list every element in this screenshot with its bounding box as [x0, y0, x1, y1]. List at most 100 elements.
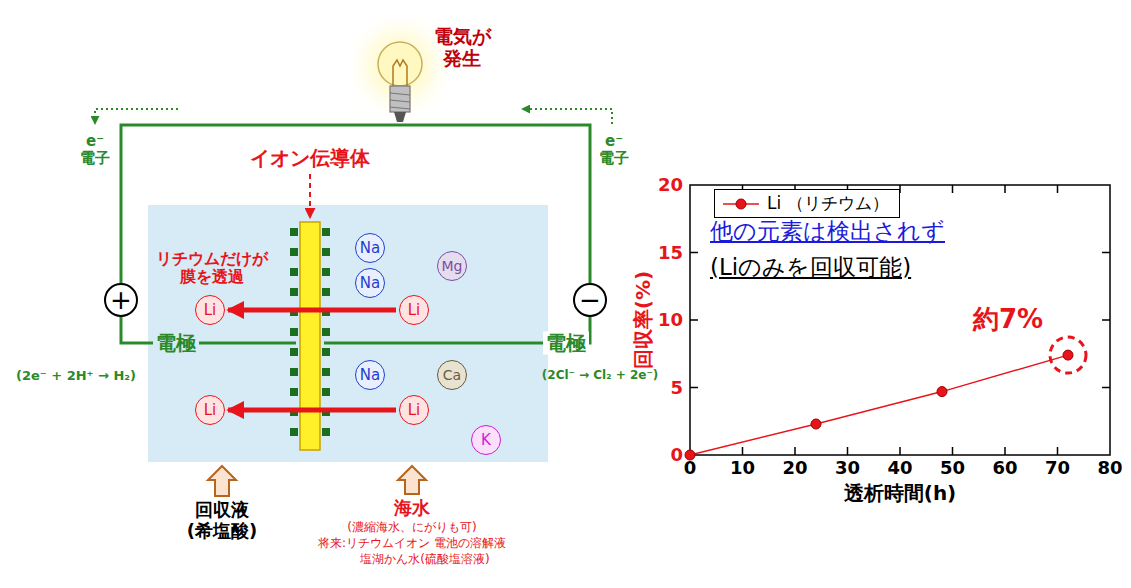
ion-circle: Li	[399, 295, 429, 325]
tick-label: 50	[940, 458, 965, 479]
tick-label: 40	[887, 458, 912, 479]
tick-label: 0	[684, 458, 697, 479]
component-label: イオン伝導体	[250, 147, 370, 170]
bulb-filament	[393, 60, 407, 86]
tick-label: 30	[835, 458, 860, 479]
membrane-dot	[322, 348, 330, 356]
electron-flow-arrow	[522, 109, 612, 124]
membrane-dot	[290, 288, 298, 296]
membrane-dot	[290, 428, 298, 436]
node-label: Li	[204, 403, 217, 418]
membrane-dot	[322, 428, 330, 436]
highlight-circle	[1050, 337, 1086, 373]
tick-label: 15	[658, 242, 683, 263]
electrode-label: 電極	[543, 332, 589, 355]
data-point	[937, 387, 947, 397]
electrode-label: 電極	[153, 332, 199, 355]
electron-label: e⁻ 電子	[80, 133, 110, 168]
membrane-dots	[290, 228, 330, 436]
tick-label: 5	[670, 377, 683, 398]
chart-frame	[690, 253, 1110, 388]
ion-circle: Li	[195, 295, 225, 325]
tick-label: 20	[782, 458, 807, 479]
ion-circle: K	[471, 425, 501, 455]
ion-circle: Na	[355, 233, 385, 263]
node-label: Na	[360, 276, 380, 291]
value-callout: 約7%	[973, 305, 1043, 335]
bulb-base	[390, 86, 410, 112]
node-label: Li	[408, 303, 421, 318]
membrane-dot	[290, 328, 298, 336]
ion-circle: Li	[195, 395, 225, 425]
inflow-note: 塩湖かん水(硫酸塩溶液)	[360, 553, 489, 567]
node-label: +	[110, 287, 132, 313]
membrane-dot	[322, 368, 330, 376]
inflow-note: 将来:リチウムイオン 電池の溶解液	[318, 537, 506, 551]
ion-conductor-bar	[300, 222, 320, 450]
chart-note: (Liのみを回収可能)	[710, 254, 911, 280]
legend-label: Li （リチウム）	[767, 192, 889, 215]
membrane-dot	[290, 368, 298, 376]
node-label: Li	[408, 403, 421, 418]
ion-circle: Na	[355, 268, 385, 298]
inflow-note: (濃縮海水、にがりも可)	[347, 521, 476, 535]
ion-flow-arrow	[228, 408, 396, 413]
reaction-formula: (2e⁻ + 2H⁺ → H₂)	[16, 369, 136, 384]
tick-label: 80	[1097, 458, 1122, 479]
ion-circle: Li	[399, 395, 429, 425]
data-point	[685, 350, 1073, 460]
chart-frame	[690, 185, 1110, 455]
bulb-glass	[378, 42, 422, 86]
membrane-dot	[290, 388, 298, 396]
terminal-circle: +	[104, 283, 138, 317]
tick-label: 70	[1045, 458, 1070, 479]
tank	[148, 205, 548, 462]
tick-label: 20	[658, 175, 683, 196]
bulb-label: 電気が 発生	[434, 26, 491, 70]
inflow-label: 海水	[394, 498, 430, 519]
pointer-arrow	[309, 174, 311, 218]
data-line	[690, 355, 1068, 455]
chart-frame	[690, 185, 1110, 455]
node-label: Mg	[442, 259, 463, 273]
membrane-dot	[290, 228, 298, 236]
reaction-formula: (2Cl⁻ → Cl₂ + 2e⁻)	[542, 369, 658, 383]
membrane-dot	[322, 268, 330, 276]
ion-flow-arrow	[228, 308, 396, 313]
inflow-arrow	[208, 466, 236, 496]
ion-circle: Mg	[437, 251, 467, 281]
node-label: Na	[360, 241, 380, 256]
legend-swatch	[721, 196, 761, 212]
inflow-label: 回収液 (希塩酸)	[187, 500, 257, 541]
tick-label: 10	[658, 310, 683, 331]
membrane-dot	[322, 248, 330, 256]
electron-flow-arrow	[95, 109, 178, 124]
ion-circle: Na	[355, 360, 385, 390]
terminal-circle: −	[573, 283, 607, 317]
membrane-dot	[322, 228, 330, 236]
electron-label: e⁻ 電子	[599, 133, 629, 168]
node-label: Ca	[443, 368, 461, 382]
tick-label: 0	[670, 445, 683, 466]
legend-dot	[736, 199, 746, 209]
node-label: Na	[360, 368, 380, 383]
membrane-dot	[290, 348, 298, 356]
bulb-base-groove	[390, 93, 410, 109]
node-label: K	[481, 433, 491, 448]
data-point	[811, 419, 821, 429]
membrane-dot	[322, 328, 330, 336]
membrane-dot	[290, 248, 298, 256]
bulb-tip	[394, 112, 406, 122]
axis-title: 回収率(%)	[632, 271, 655, 369]
node-label: −	[579, 287, 601, 313]
tick-label: 60	[992, 458, 1017, 479]
membrane-dot	[322, 288, 330, 296]
axis-title: 透析時間(h)	[844, 482, 957, 505]
inflow-arrow	[398, 466, 426, 494]
node-label: Li	[204, 303, 217, 318]
legend: Li （リチウム）	[714, 189, 900, 218]
membrane-dot	[322, 388, 330, 396]
